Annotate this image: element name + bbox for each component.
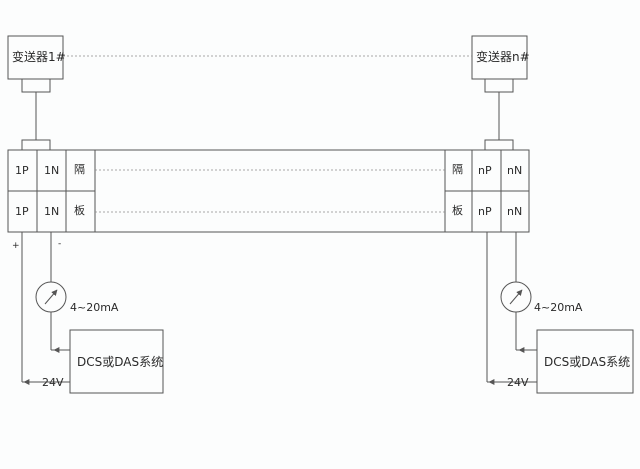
terminal-right-p-bottom: nP [478,205,492,218]
transmitter-left-gland [21,139,51,151]
terminal-right-n-top: nN [507,164,523,177]
system-label-left: DCS或DAS系统 [77,355,164,369]
signal-label-left: 4~20mA [70,301,119,314]
transmitter-right-label: 变送器n# [476,50,530,64]
terminal-left-p-top: 1P [15,164,29,177]
supply-label-left: 24V [42,376,64,389]
system-left-box [69,329,164,394]
signal-label-right: 4~20mA [534,301,583,314]
system-label-right: DCS或DAS系统 [544,355,631,369]
partition-label-right-bottom: 板 [452,204,463,217]
terminal-right-p-top: nP [478,164,492,177]
terminal-left-n-top: 1N [44,164,60,177]
partition-label-left-top: 隔 [74,163,85,176]
supply-label-right: 24V [507,376,529,389]
terminal-right-n-bottom: nN [507,205,523,218]
transmitter-right-gland [484,139,514,151]
partition-label-left-bottom: 板 [74,204,85,217]
polarity-plus: + [12,241,20,251]
terminal-left-p-bottom: 1P [15,205,29,218]
transmitter-left-connector [21,78,51,93]
polarity-minus: - [58,239,62,249]
partition-label-right-top: 隔 [452,163,463,176]
transmitter-right-connector [484,78,514,93]
terminal-left-n-bottom: 1N [44,205,60,218]
transmitter-left-label: 变送器1# [12,50,66,64]
system-right-box [536,329,634,394]
